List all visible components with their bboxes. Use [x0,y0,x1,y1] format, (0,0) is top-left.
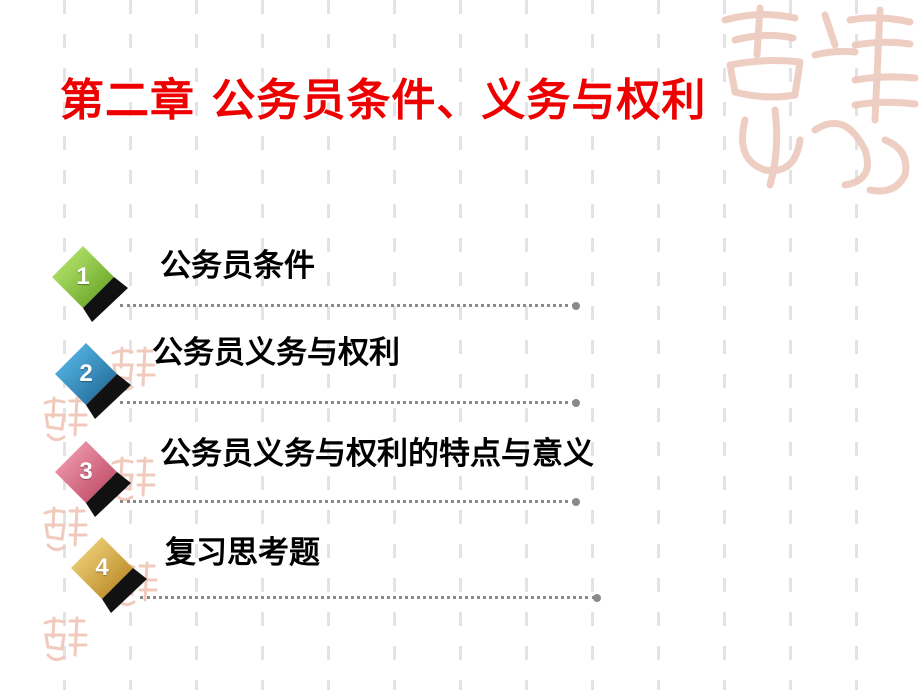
dotted-divider [140,596,595,599]
divider-end-dot [572,399,580,407]
divider-end-dot [572,498,580,506]
diamond-badge-icon [55,441,131,517]
agenda-number-badge: 2 [55,343,133,423]
agenda-label: 复习思考题 [165,535,320,571]
agenda-number: 3 [79,458,93,485]
divider-end-dot [593,594,601,602]
agenda-label: 公务员义务与权利的特点与意义 [160,436,594,472]
agenda-number-badge: 3 [55,441,133,521]
diamond-badge-icon [71,537,147,613]
divider-end-dot [572,302,580,310]
agenda-number-badge: 1 [52,246,130,326]
agenda-label: 公务员义务与权利 [152,335,400,371]
agenda-number: 1 [76,263,90,290]
dotted-divider [120,401,575,404]
agenda-number: 4 [95,554,109,581]
agenda-number-badge: 4 [71,537,149,617]
slide-title: 第二章 公务员条件、义务与权利 [60,75,707,126]
dotted-divider [120,304,575,307]
diamond-badge-icon [55,343,131,419]
dotted-divider [120,500,575,503]
seal-watermark-small [43,616,88,662]
seal-watermark-large [721,4,919,195]
diamond-badge-icon [52,246,128,322]
agenda-number: 2 [79,360,93,387]
agenda-label: 公务员条件 [160,248,315,284]
